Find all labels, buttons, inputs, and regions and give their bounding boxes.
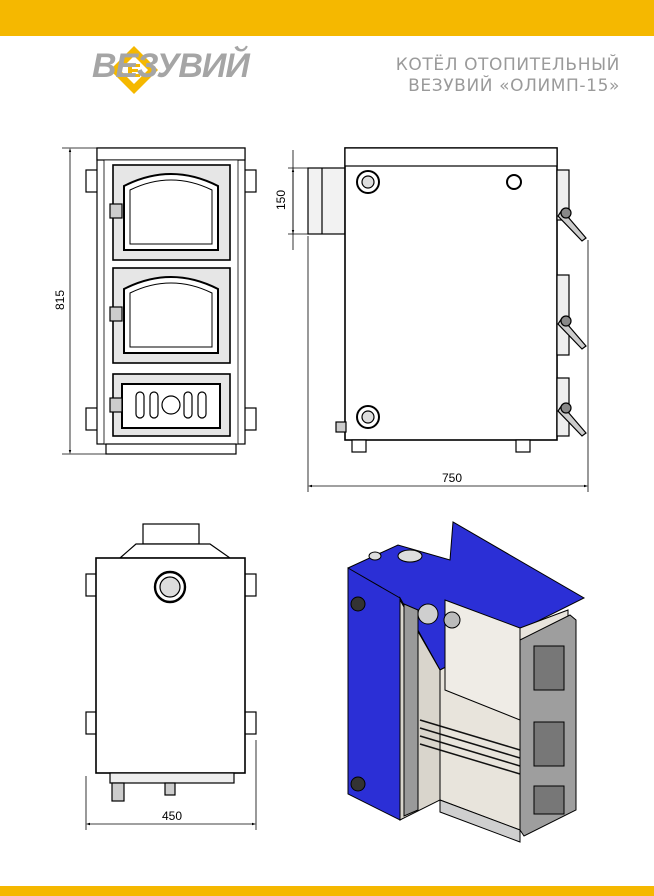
document-title: КОТЁЛ ОТОПИТЕЛЬНЫЙ ВЕЗУВИЙ «ОЛИМП-15» [396, 55, 620, 97]
side-view [307, 147, 587, 453]
front-view [85, 147, 257, 455]
depth-label: 750 [442, 471, 462, 485]
top-accent-bar [0, 0, 654, 36]
brand-name: ВЕЗУВИЙ [92, 47, 250, 85]
dimension-flue [288, 150, 308, 250]
dimension-height [62, 147, 106, 455]
dimension-width [85, 740, 257, 830]
title-line-2: ВЕЗУВИЙ «ОЛИМП-15» [408, 76, 620, 96]
height-label: 815 [53, 290, 67, 310]
dimension-depth [307, 236, 589, 492]
width-label: 450 [162, 809, 182, 823]
flue-offset-label: 150 [274, 190, 288, 210]
cutaway-view [347, 521, 586, 843]
title-line-1: КОТЁЛ ОТОПИТЕЛЬНЫЙ [395, 55, 620, 75]
bottom-accent-bar [0, 886, 654, 896]
vezuviy-logo-icon [110, 46, 158, 94]
rear-view [85, 523, 257, 802]
